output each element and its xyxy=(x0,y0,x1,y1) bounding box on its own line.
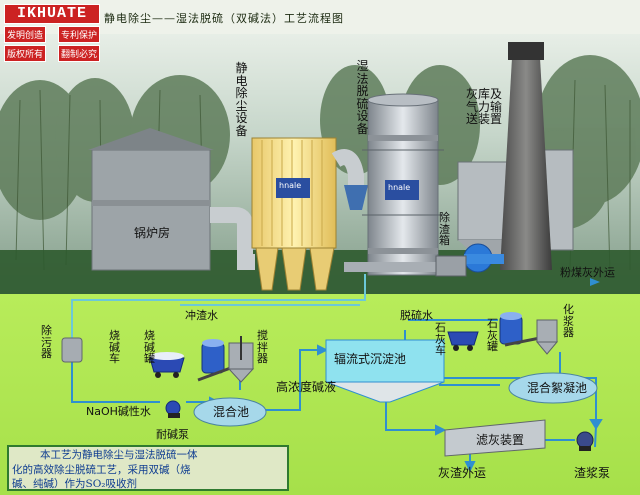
label-mixing-tank: 混合池 xyxy=(213,405,250,419)
label-lime-tank: 石灰罐 xyxy=(487,317,498,354)
agitator-tank xyxy=(227,336,255,383)
logo-cell: 版权所有 xyxy=(4,45,47,62)
radial-settler xyxy=(325,339,445,403)
slag-box xyxy=(435,255,467,277)
label-radial-settler: 辐流式沉淀池 xyxy=(334,352,407,366)
tower-brand-badge: hnale xyxy=(388,183,411,192)
label-naoh-water: NaOH碱性水 xyxy=(86,405,151,418)
logo-cell: 翻制必究 xyxy=(57,45,100,62)
mixing-tank xyxy=(193,397,267,427)
process-note: 本工艺为静电除尘与湿法脱硫一体 化的高效除尘脱硫工艺，采用双碱（烧 碱、纯碱）作… xyxy=(7,445,289,491)
label-fly-ash: 粉煤灰外运 xyxy=(560,266,615,279)
chimney-top xyxy=(508,42,544,60)
export-arrows xyxy=(590,278,600,286)
filter-unit xyxy=(444,419,546,457)
fan-outlet xyxy=(464,254,504,264)
label-slurry-pump: 渣浆泵 xyxy=(574,466,611,480)
note-line: 碱、纯碱）作为SO₂吸收剂 xyxy=(12,478,138,490)
boiler-house xyxy=(88,128,214,271)
label-boiler-house: 锅炉房 xyxy=(134,226,171,240)
pipe-arrows xyxy=(209,344,603,473)
slurry-pump xyxy=(576,431,594,451)
esp-brand-badge: hnale xyxy=(279,181,302,190)
label-desulf: 湿法脱硫设备 xyxy=(356,59,369,136)
alkali-pump xyxy=(165,400,181,418)
flue-duct-2 xyxy=(331,149,364,200)
logo-brand: IKHUATE xyxy=(4,4,100,24)
label-decontaminator: 除污器 xyxy=(41,324,52,361)
esp-unit xyxy=(251,137,337,291)
label-desulf-water: 脱硫水 xyxy=(400,309,433,322)
caustic-cart xyxy=(149,352,185,378)
lime-cart xyxy=(447,331,479,351)
label-caustic-tank: 烧碱罐 xyxy=(144,329,155,366)
label-esp: 静电除尘设备 xyxy=(235,61,248,138)
logo-cell: 专利保护 xyxy=(57,26,100,43)
logo-cell: 发明创造 xyxy=(4,26,47,43)
lime-tank xyxy=(499,312,523,345)
decontaminator xyxy=(61,337,83,363)
label-agitator: 搅拌器 xyxy=(257,329,268,366)
label-slag-water: 冲渣水 xyxy=(185,309,218,322)
caustic-tank xyxy=(201,339,225,374)
logo-row-1: 发明创造 专利保护 xyxy=(4,26,100,43)
label-lime-cart: 石灰车 xyxy=(435,321,446,358)
venturi xyxy=(344,185,368,210)
label-ash-export: 灰渣外运 xyxy=(438,466,487,480)
label-alkali-pump: 耐碱泵 xyxy=(156,428,189,441)
company-logo: IKHUATE 发明创造 专利保护 版权所有 翻制必究 xyxy=(4,4,100,62)
logo-row-2: 版权所有 翻制必究 xyxy=(4,45,100,62)
label-floc-tank: 混合絮凝池 xyxy=(527,381,588,395)
title-strip xyxy=(0,0,640,34)
flue-duct-1 xyxy=(210,207,255,270)
label-caustic-cart: 烧碱车 xyxy=(109,329,120,366)
chimney xyxy=(500,58,552,270)
slurry-maker xyxy=(535,319,559,355)
diagram-title: 静电除尘——湿法脱硫（双碱法）工艺流程图 xyxy=(104,12,344,25)
label-slag-box: 除渣箱 xyxy=(439,211,450,248)
note-line: 本工艺为静电除尘与湿法脱硫一体 xyxy=(40,449,198,461)
note-line: 化的高效除尘脱硫工艺，采用双碱（烧 xyxy=(12,463,191,476)
floc-tank xyxy=(508,372,598,404)
desulfurization-tower xyxy=(344,93,444,276)
label-slurry-maker: 化浆器 xyxy=(563,303,574,340)
label-filter: 滤灰装置 xyxy=(476,433,525,447)
label-high-conc-lye: 高浓度碱液 xyxy=(276,380,337,394)
label-ash-silo: 灰库及气力输送装置 xyxy=(466,87,503,127)
